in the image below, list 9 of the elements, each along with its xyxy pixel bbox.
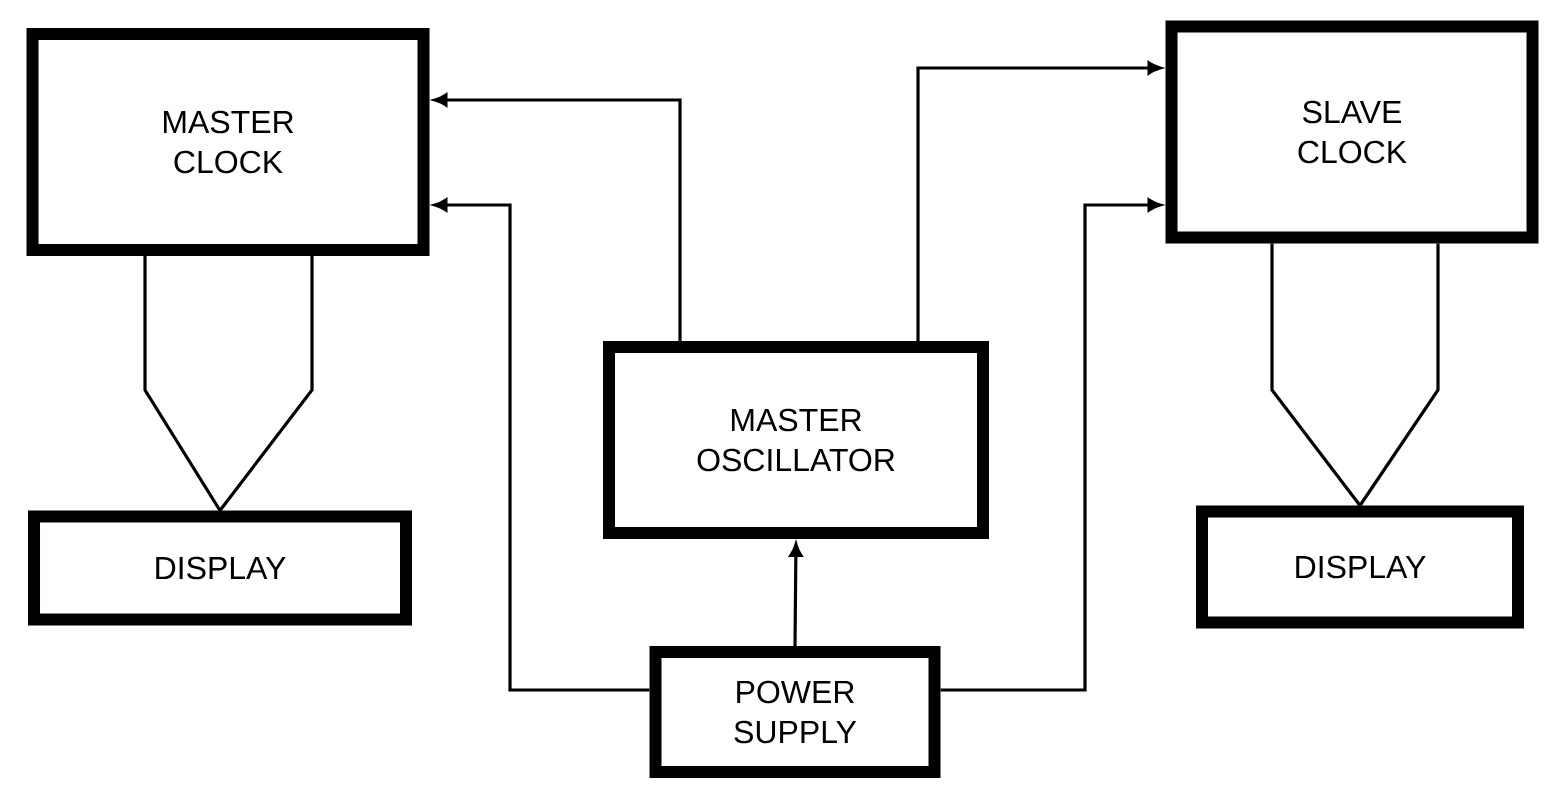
block-box: MASTER CLOCK: [26, 28, 430, 256]
block-box: DISPLAY: [1196, 505, 1524, 629]
block-box: POWER SUPPLY: [649, 646, 941, 778]
block-box: MASTER OSCILLATOR: [603, 341, 989, 539]
arrow: [433, 93, 682, 341]
connector-line: [1270, 241, 1440, 508]
block-box: DISPLAY: [28, 510, 412, 626]
connector-line: [143, 254, 314, 513]
block-box: SLAVE CLOCK: [1165, 20, 1539, 244]
